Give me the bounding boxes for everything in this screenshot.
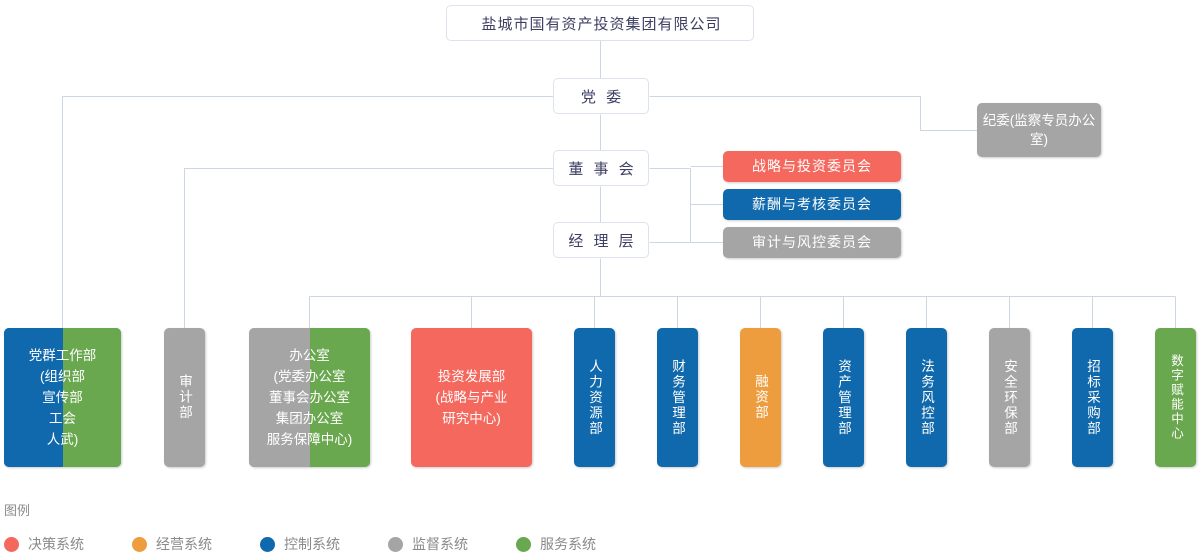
legend-item-label: 监督系统 [412,536,468,552]
board-of-directors-label: 董 事 会 [568,160,637,178]
department-label: 人力资源部 [587,358,602,437]
party-committee-node[interactable]: 党 委 [553,78,649,114]
management-layer-label: 经 理 层 [568,232,637,250]
legend-color-swatch [260,536,275,552]
department-bidding-procurement[interactable]: 招标采购部 [1072,328,1113,467]
department-financial-management[interactable]: 财务管理部 [657,328,698,467]
compensation-assessment-committee-label: 薪酬与考核委员会 [752,196,872,212]
department-label: 数字赋能中心 [1169,354,1183,441]
board-of-directors-node[interactable]: 董 事 会 [553,150,649,186]
legend-item-service-system[interactable]: 服务系统 [516,534,596,554]
department-label: 审计部 [177,374,192,421]
department-label: 投资发展部 (战略与产业 研究中心) [435,369,508,426]
root-node-label: 盐城市国有资产投资集团有限公司 [481,15,722,33]
department-label: 党群工作部 (组织部 宣传部 工会 人武) [28,348,97,447]
legend-item-label: 决策系统 [28,536,84,552]
department-legal-risk-control[interactable]: 法务风控部 [906,328,947,467]
color-half-right [309,328,370,467]
legend: 决策系统 经营系统 控制系统 监督系统 服务系统 [4,534,644,554]
audit-risk-committee-node[interactable]: 审计与风控委员会 [723,227,901,258]
legend-item-decision-system[interactable]: 决策系统 [4,534,84,554]
legend-color-swatch [388,536,403,552]
department-human-resources[interactable]: 人力资源部 [574,328,615,467]
legend-color-swatch [4,536,19,552]
discipline-committee-label: 纪委(监察专员办公室) [982,113,1096,147]
department-financing[interactable]: 融资部 [740,328,781,467]
department-label: 办公室 (党委办公室 董事会办公室 集团办公室 服务保障中心) [266,348,353,447]
color-half-left [249,328,310,467]
department-label: 财务管理部 [670,358,685,437]
department-audit[interactable]: 审计部 [164,328,205,467]
department-label: 融资部 [753,374,768,421]
strategy-investment-committee-label: 战略与投资委员会 [752,158,872,174]
department-asset-management[interactable]: 资产管理部 [823,328,864,467]
legend-title: 图例 [4,503,31,518]
department-label: 安全环保部 [1002,358,1017,437]
department-investment-development[interactable]: 投资发展部 (战略与产业 研究中心) [411,328,532,467]
legend-color-swatch [516,536,531,552]
department-digital-empowerment[interactable]: 数字赋能中心 [1155,328,1196,467]
department-label: 资产管理部 [836,358,851,437]
department-label: 法务风控部 [919,358,934,437]
legend-item-operation-system[interactable]: 经营系统 [132,534,212,554]
legend-item-supervision-system[interactable]: 监督系统 [388,534,468,554]
legend-item-control-system[interactable]: 控制系统 [260,534,340,554]
strategy-investment-committee-node[interactable]: 战略与投资委员会 [723,151,901,182]
department-label: 招标采购部 [1085,358,1100,437]
color-half-left [4,328,63,467]
color-half-right [62,328,121,467]
legend-item-label: 控制系统 [284,536,340,552]
department-safety-environment[interactable]: 安全环保部 [989,328,1030,467]
legend-color-swatch [132,536,147,552]
department-party-mass-work[interactable]: 党群工作部 (组织部 宣传部 工会 人武) [4,328,121,467]
legend-item-label: 经营系统 [156,536,212,552]
legend-item-label: 服务系统 [540,536,596,552]
party-committee-label: 党 委 [580,88,625,106]
department-general-office[interactable]: 办公室 (党委办公室 董事会办公室 集团办公室 服务保障中心) [249,328,370,467]
compensation-assessment-committee-node[interactable]: 薪酬与考核委员会 [723,189,901,220]
root-node[interactable]: 盐城市国有资产投资集团有限公司 [446,5,754,41]
audit-risk-committee-label: 审计与风控委员会 [752,234,872,250]
discipline-committee-node[interactable]: 纪委(监察专员办公室) [977,103,1101,157]
management-layer-node[interactable]: 经 理 层 [553,222,649,258]
